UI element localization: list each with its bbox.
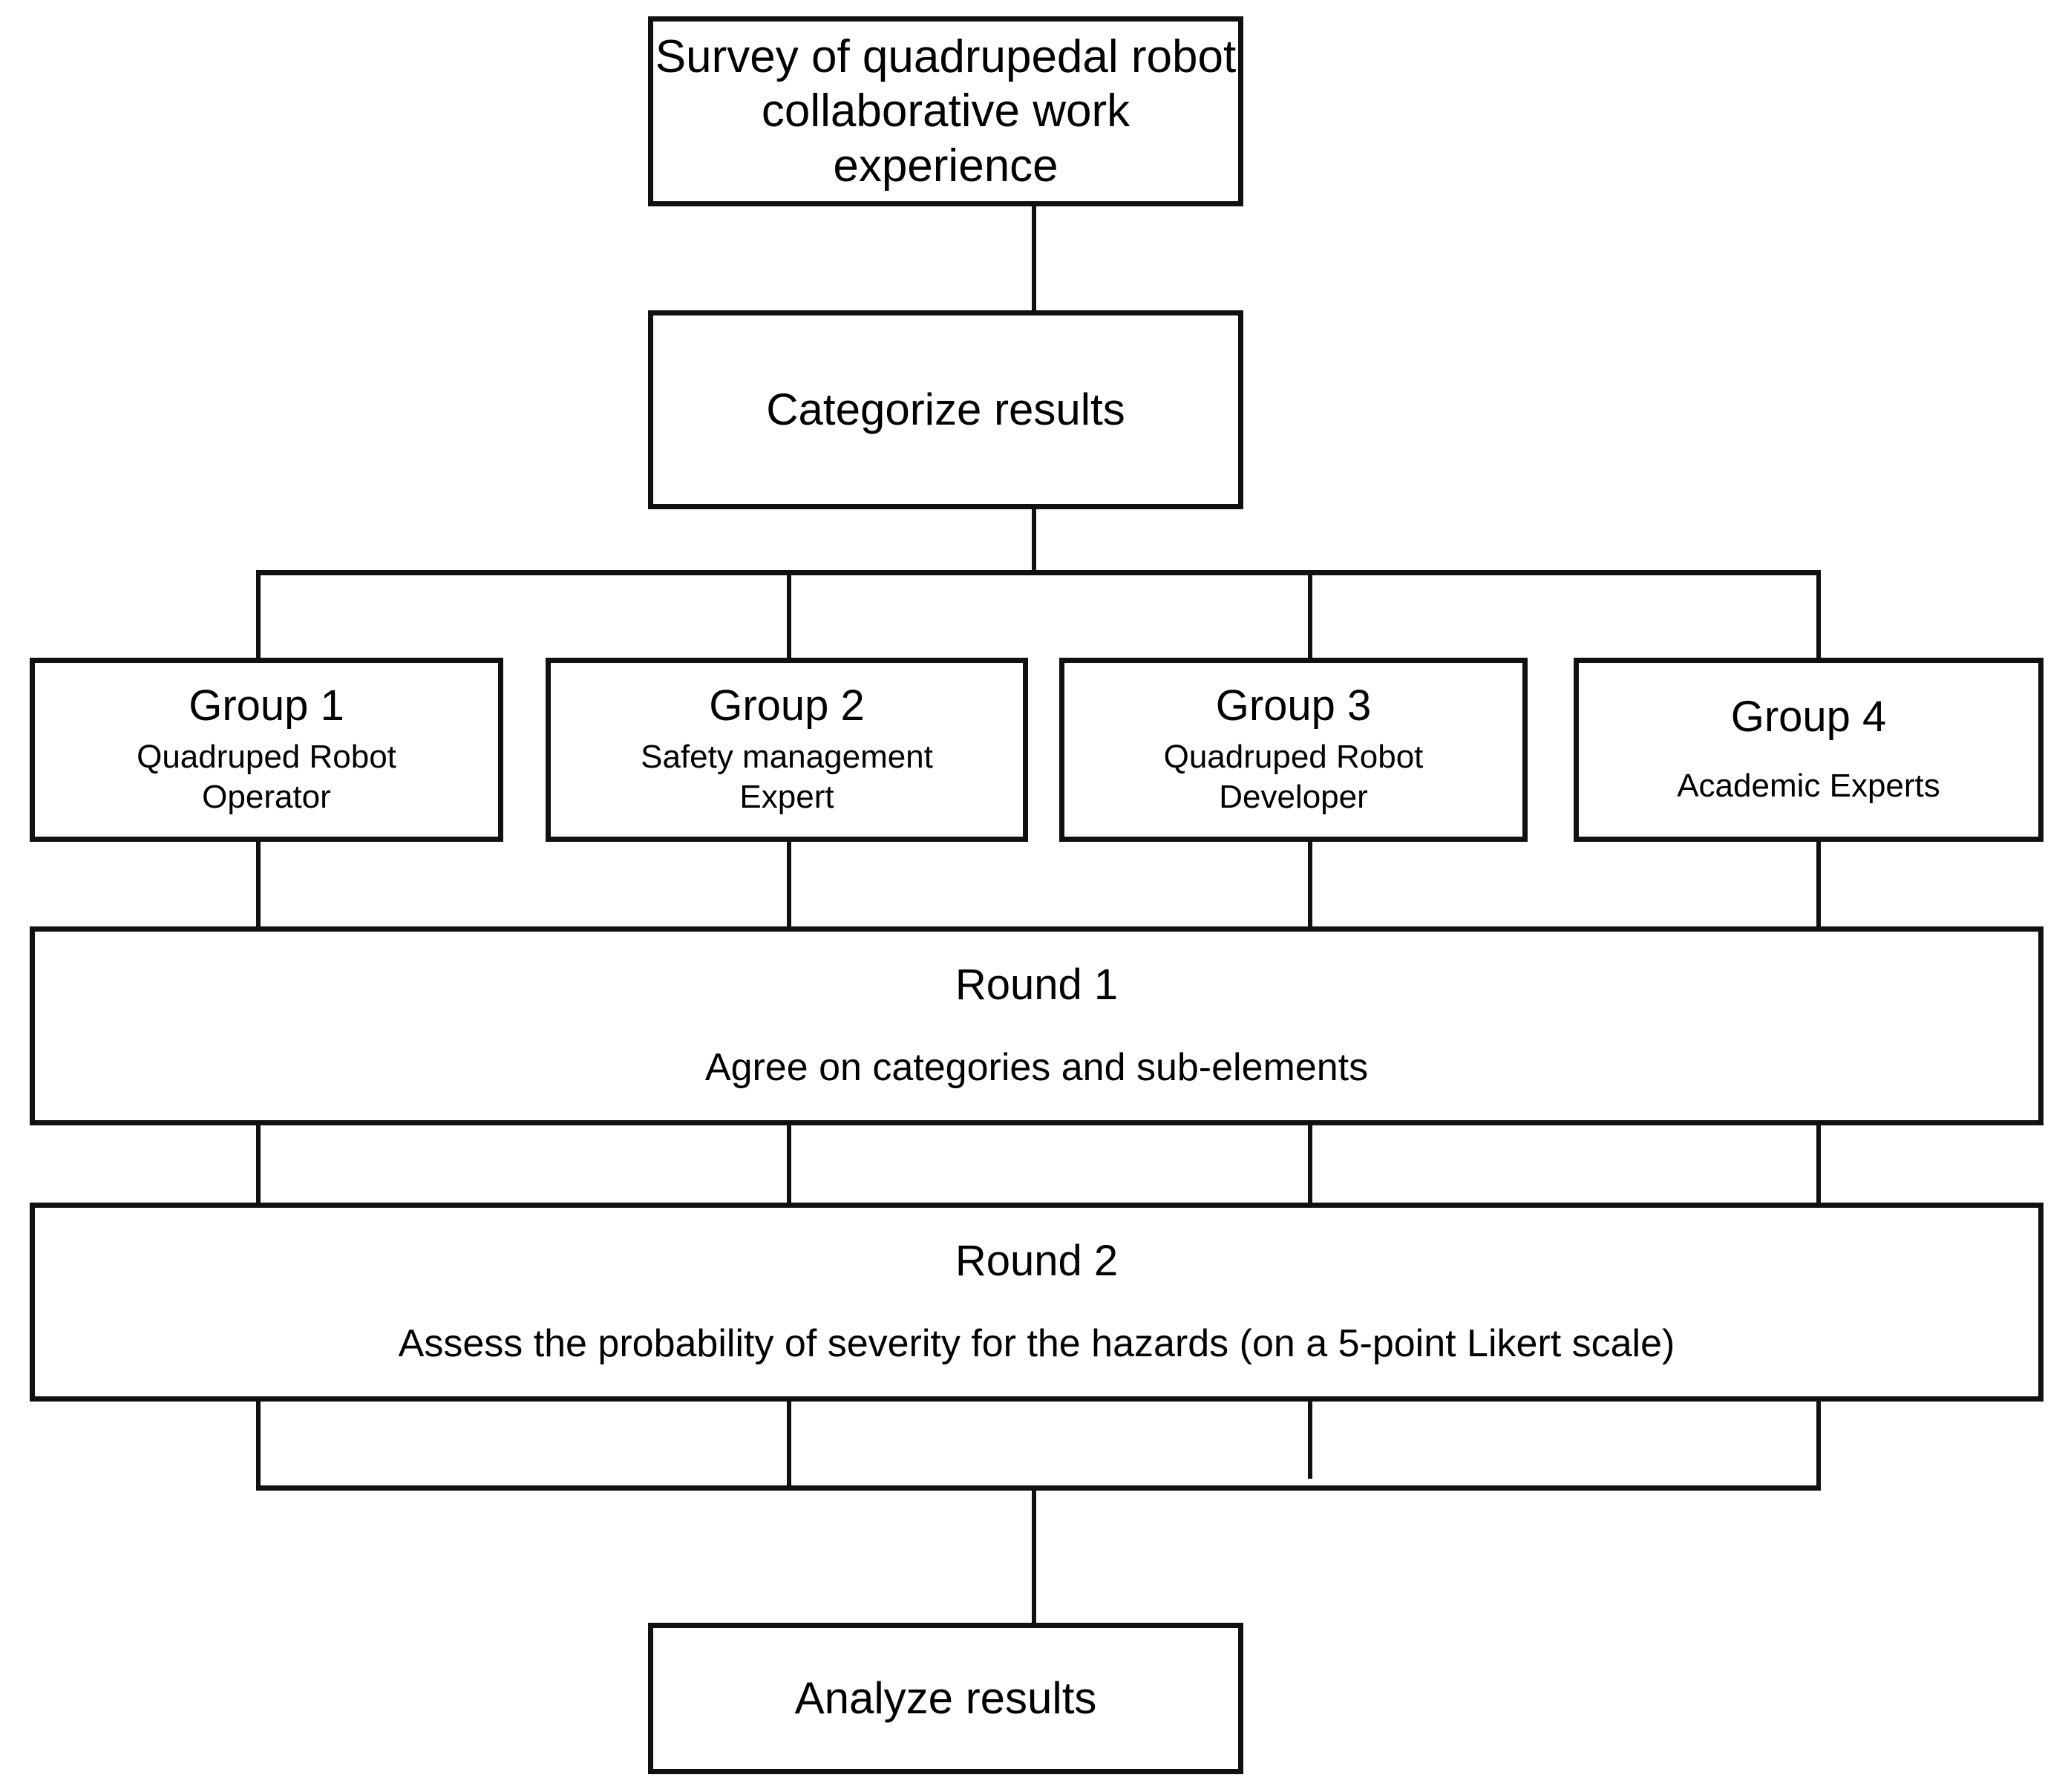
connector-group3-to-round1 (1308, 839, 1312, 929)
node-categorize-label: Categorize results (766, 385, 1125, 434)
connector-analyze-bus (256, 1485, 1821, 1491)
node-group-4-subtitle: Academic Experts (1677, 768, 1940, 805)
connector-bus-to-group4 (1816, 570, 1821, 659)
connector-round1-to-round2-1 (256, 1122, 261, 1206)
node-group-3-title: Group 3 (1215, 681, 1372, 730)
node-group-2[interactable]: Group 2 Safety management Expert (546, 658, 1028, 842)
connector-group1-to-round1 (256, 839, 261, 929)
connector-bus-to-group3 (1308, 570, 1312, 659)
connector-bus-to-group1 (256, 570, 261, 659)
node-group-4[interactable]: Group 4 Academic Experts (1574, 658, 2044, 842)
node-group-1-subtitle: Quadruped Robot Operator (137, 739, 396, 815)
connector-round1-to-round2-3 (1308, 1122, 1312, 1206)
node-round-2-title: Round 2 (955, 1237, 1119, 1286)
node-group-1[interactable]: Group 1 Quadruped Robot Operator (30, 658, 503, 842)
node-analyze-label: Analyze results (794, 1673, 1097, 1723)
connector-groups-bus (256, 570, 1821, 575)
connector-round1-to-round2-2 (787, 1122, 791, 1206)
node-group-2-title: Group 2 (709, 681, 865, 730)
node-analyze[interactable]: Analyze results (648, 1623, 1243, 1774)
node-group-3-subtitle: Quadruped Robot Developer (1163, 739, 1424, 815)
connector-survey-to-categorize (1032, 206, 1036, 310)
node-round-1-title: Round 1 (955, 961, 1119, 1010)
connector-round2-drop-4 (1816, 1399, 1821, 1491)
node-group-1-title: Group 1 (189, 681, 344, 730)
connector-round2-drop-3 (1308, 1399, 1312, 1479)
node-group-3[interactable]: Group 3 Quadruped Robot Developer (1059, 658, 1528, 842)
node-survey[interactable]: Survey of quadrupedal robot collaborativ… (648, 16, 1243, 206)
connector-categorize-stem (1032, 509, 1036, 575)
node-group-4-title: Group 4 (1730, 693, 1887, 742)
connector-group4-to-round1 (1816, 839, 1821, 929)
node-group-2-subtitle: Safety management Expert (641, 739, 933, 815)
connector-round2-drop-2 (787, 1399, 791, 1491)
connector-bus-to-analyze (1032, 1485, 1036, 1626)
connector-round1-to-round2-4 (1816, 1122, 1821, 1206)
node-round-2[interactable]: Round 2 Assess the probability of severi… (30, 1203, 2044, 1402)
node-survey-label: Survey of quadrupedal robot collaborativ… (655, 31, 1237, 192)
node-round-2-subtitle: Assess the probability of severity for t… (398, 1322, 1675, 1365)
connector-round2-drop-1 (256, 1399, 261, 1491)
connector-bus-to-group2 (787, 570, 791, 659)
node-round-1[interactable]: Round 1 Agree on categories and sub-elem… (30, 926, 2044, 1125)
node-categorize[interactable]: Categorize results (648, 310, 1243, 509)
connector-group2-to-round1 (787, 839, 791, 929)
node-round-1-subtitle: Agree on categories and sub-elements (704, 1046, 1369, 1089)
